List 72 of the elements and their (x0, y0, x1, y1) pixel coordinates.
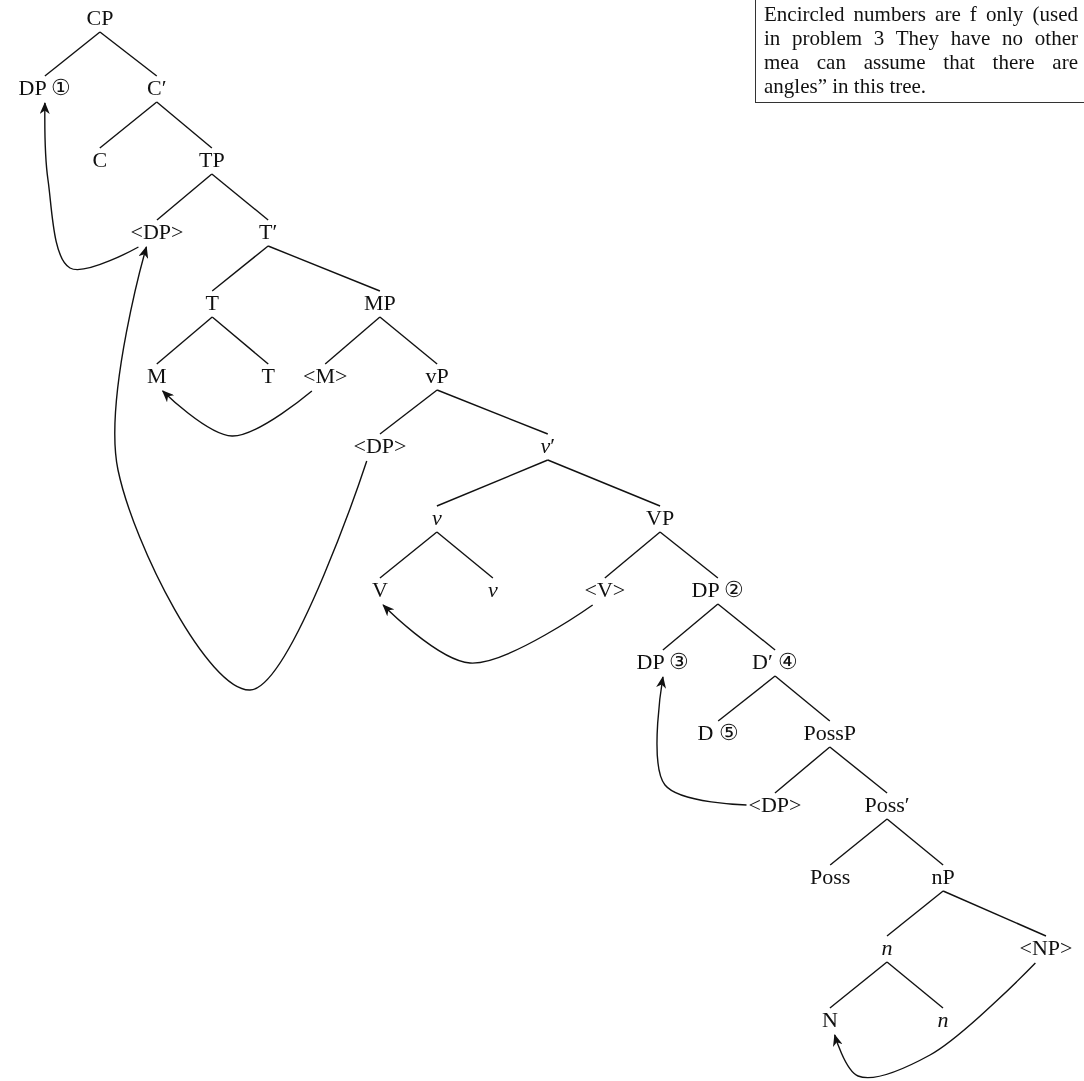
node-label: <V> (584, 577, 626, 603)
tree-branch (211, 173, 269, 221)
node-label: C′ (147, 75, 167, 101)
tree-branch (267, 245, 381, 292)
node-label: v′ (540, 433, 556, 459)
tree-branch (99, 31, 158, 77)
tree-branch (156, 316, 213, 365)
node-label: T (261, 363, 275, 389)
node-label: n (937, 1007, 949, 1033)
movement-arrow (39, 102, 140, 271)
node-label: Poss′ (864, 792, 910, 818)
node-label: N (822, 1007, 838, 1033)
tree-branch (886, 818, 944, 866)
tree-branch (156, 173, 213, 221)
movement-arrow (833, 962, 1037, 1079)
tree-branch (156, 101, 213, 149)
node-label: DP ③ (636, 649, 690, 675)
node-label: CP (86, 5, 114, 31)
tree-branch (436, 531, 494, 579)
tree-branch (324, 316, 381, 365)
node-label: <DP> (748, 792, 802, 818)
node-label: n (881, 935, 893, 961)
tree-branch (886, 890, 944, 937)
node-label: Poss (810, 864, 851, 890)
node-label: v (432, 505, 442, 531)
movement-arrow (382, 604, 594, 664)
tree-branch (942, 890, 1047, 937)
node-label: <DP> (353, 433, 407, 459)
tree-branch (436, 389, 549, 435)
tree-branch (717, 675, 776, 722)
tree-branch (662, 603, 719, 651)
node-label: PossP (803, 720, 857, 746)
movement-arrow (114, 246, 368, 691)
movement-arrow (161, 390, 313, 437)
tree-branch (379, 389, 438, 435)
tree-branch (211, 316, 269, 365)
node-label: C (92, 147, 108, 173)
node-label: <M> (303, 363, 348, 389)
node-label: MP (364, 290, 396, 316)
tree-branch (829, 746, 888, 794)
tree-branch (774, 746, 831, 794)
note-box: Encircled numbers are f only (used in problem 3 They have no other mea can assume that there are angles” in this tree. (755, 0, 1084, 103)
node-label: T′ (259, 219, 278, 245)
tree-branch (774, 675, 831, 722)
node-label: v (488, 577, 498, 603)
tree-branch (829, 961, 888, 1009)
tree-branch (44, 31, 101, 77)
node-label: D ⑤ (697, 720, 739, 746)
tree-branch (886, 961, 944, 1009)
tree-branch (99, 101, 158, 149)
node-label: <NP> (1019, 935, 1073, 961)
node-label: VP (646, 505, 675, 531)
tree-branch (436, 459, 549, 507)
node-label: vP (425, 363, 449, 389)
tree-branch (829, 818, 888, 866)
tree-branch (379, 531, 438, 579)
node-label: M (147, 363, 167, 389)
node-label: <DP> (130, 219, 184, 245)
tree-branch (211, 245, 269, 292)
tree-branch (659, 531, 719, 579)
node-label: T (205, 290, 219, 316)
node-label: D′ ④ (752, 649, 799, 675)
node-label: DP ① (18, 75, 72, 101)
tree-branch (547, 459, 661, 507)
tree-branch (379, 316, 438, 365)
node-label: V (372, 577, 388, 603)
node-label: nP (931, 864, 955, 890)
node-label: DP ② (691, 577, 745, 603)
movement-arrow (656, 676, 748, 806)
node-label: TP (199, 147, 225, 173)
tree-branch (604, 531, 661, 579)
tree-branch (717, 603, 776, 651)
